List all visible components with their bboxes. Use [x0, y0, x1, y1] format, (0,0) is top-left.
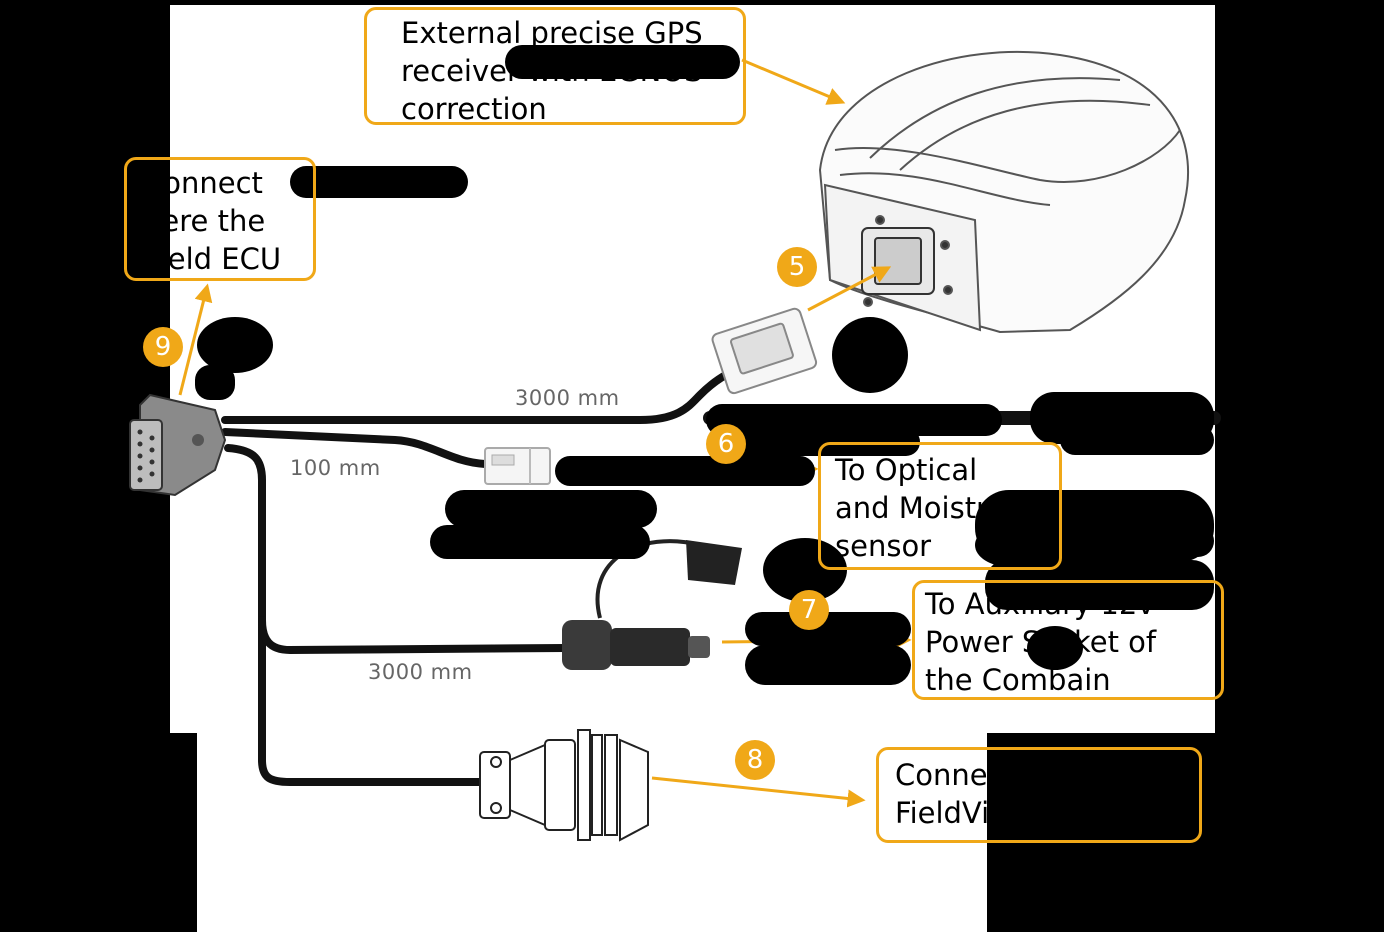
callout-auxiliary-power: To Auxiliary 12v Power Socket of the Com…	[912, 580, 1224, 700]
redaction-marks	[195, 45, 1214, 685]
gps-receiver-icon	[818, 50, 1190, 334]
callout-yield-line-1: Connect	[143, 166, 263, 200]
length-sensor-cable: 100 mm	[290, 456, 381, 480]
badge-6: 6	[706, 424, 746, 464]
callout-aux-line-1: To Auxiliary 12v	[925, 587, 1155, 621]
fieldview-connector-icon	[479, 729, 649, 842]
callout-gps-line-3: correction	[401, 92, 547, 126]
callout-optical-line-3: sensor	[835, 529, 932, 563]
callout-fieldview-drive: Connect into the FieldView Drive	[876, 747, 1202, 843]
arrow-9	[178, 283, 213, 396]
callout-gps-line-2: receiver with EGNOS	[401, 54, 703, 88]
callout-optical-sensor: To Optical and Moisture sensor	[818, 442, 1062, 570]
callout-fieldview-line-1: Connect into the	[895, 758, 1137, 792]
badge-7: 7	[789, 590, 829, 630]
arrow-5	[807, 266, 892, 312]
sensor-connector-icon	[484, 447, 551, 485]
length-power-cable: 3000 mm	[368, 660, 473, 684]
callout-optical-line-1: To Optical	[835, 453, 978, 487]
badge-9: 9	[143, 327, 183, 367]
db15-connector-icon	[129, 393, 227, 497]
callout-yield-ecu: Connect here the Yield ECU	[124, 157, 316, 281]
callout-yield-line-3: Yield ECU	[143, 242, 282, 276]
cable-power	[258, 616, 569, 655]
callout-gps-line-1: External precise GPS	[401, 16, 703, 50]
callout-aux-line-2: Power Socket of	[925, 625, 1157, 659]
callout-aux-line-3: the Combain	[925, 663, 1111, 697]
cable-sensor	[221, 428, 489, 468]
arrow-8	[651, 776, 866, 808]
cable-main	[224, 444, 486, 786]
callout-fieldview-line-2: FieldView Drive	[895, 796, 1118, 830]
callout-gps-receiver: External precise GPS receiver with EGNOS…	[364, 7, 746, 126]
callout-yield-line-2: here the	[143, 204, 266, 238]
length-gps-cable: 3000 mm	[515, 386, 620, 410]
badge-8: 8	[735, 740, 775, 780]
callout-optical-line-2: and Moisture	[835, 491, 1024, 525]
gps-plug-icon	[711, 307, 818, 395]
arrow-gps	[741, 58, 846, 105]
badge-5: 5	[777, 247, 817, 287]
